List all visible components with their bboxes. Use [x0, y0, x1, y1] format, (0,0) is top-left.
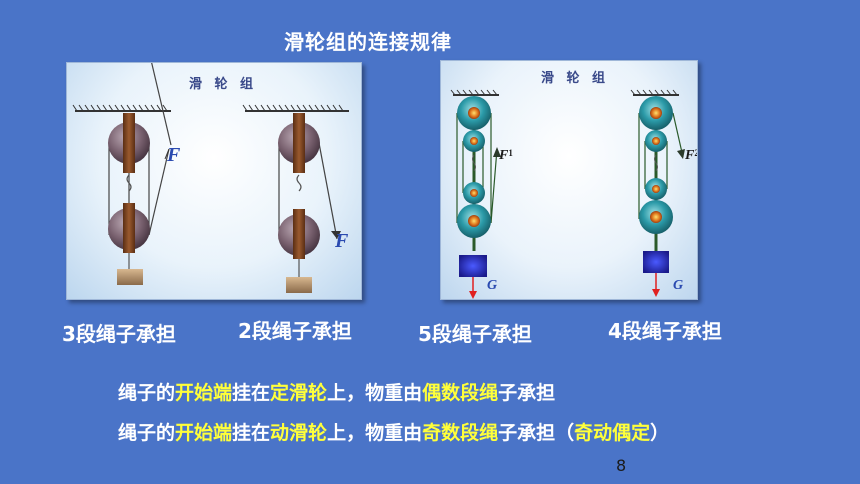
page-number: 8 [616, 456, 627, 475]
weight-label-a: G [487, 278, 497, 293]
label-seg3: 3段绳子承担 [62, 322, 176, 346]
weight-box-b [286, 277, 312, 293]
pulley-diagram-right: F1 G [450, 89, 697, 299]
weight-box-blue-a [459, 255, 487, 277]
rule2-highlight-movable: 动滑轮 [270, 422, 328, 444]
rule2-text-3: 上，物重由 [327, 422, 423, 444]
pulley-panel-right: 滑 轮 组 [440, 60, 698, 300]
panel-right-title: 滑 轮 组 [541, 71, 610, 86]
rule1-text-2: 挂在 [232, 382, 271, 404]
rule1-highlight-even: 偶数段绳 [422, 382, 499, 404]
weight-label-b: G [673, 278, 683, 293]
pulley-panel-left: 滑 轮 组 [66, 62, 362, 300]
rule-line-odd: 绳子的开始端挂在动滑轮上，物重由奇数段绳子承担（奇动偶定） [118, 418, 669, 445]
pulley-diagram-left: F F [72, 63, 349, 293]
rule2-highlight-odd: 奇数段绳 [422, 422, 499, 444]
rule1-text-1: 绳子的 [118, 382, 176, 404]
rule1-text-3: 上，物重由 [327, 382, 423, 404]
rule2-text-4: 子承担（ [498, 422, 575, 444]
rule2-text-5: ） [650, 422, 670, 444]
pulley-system-5 [456, 96, 501, 299]
force-label-b: F [334, 230, 349, 252]
weight-box-blue-b [643, 251, 669, 273]
pulley-system-4 [638, 96, 685, 297]
pulley-system-3 [108, 63, 172, 285]
rule-line-even: 绳子的开始端挂在定滑轮上，物重由偶数段绳子承担 [118, 378, 555, 405]
label-seg2: 2段绳子承担 [238, 319, 352, 343]
force-label-f2: F2 [684, 148, 697, 163]
ceiling-left-a [72, 104, 171, 112]
rule2-text-1: 绳子的 [118, 422, 176, 444]
rule1-highlight-fixed: 定滑轮 [270, 382, 328, 404]
force-label-f1: F1 [498, 148, 513, 163]
rule2-highlight-mnemonic: 奇动偶定 [574, 422, 651, 444]
rule1-highlight-start: 开始端 [175, 382, 233, 404]
ceiling-right-b [630, 89, 679, 96]
rule2-text-2: 挂在 [232, 422, 271, 444]
rule1-text-4: 子承担 [498, 382, 556, 404]
rule2-highlight-start: 开始端 [175, 422, 233, 444]
ceiling-right-a [450, 89, 499, 96]
pulley-system-2 [278, 113, 341, 293]
weight-box-a [117, 269, 143, 285]
label-seg5: 5段绳子承担 [418, 322, 532, 346]
force-label-a: F [166, 144, 181, 166]
label-seg4: 4段绳子承担 [608, 319, 722, 343]
panel-left-title: 滑 轮 组 [189, 77, 258, 92]
slide-title: 滑轮组的连接规律 [284, 30, 452, 54]
ceiling-left-b [242, 104, 349, 112]
